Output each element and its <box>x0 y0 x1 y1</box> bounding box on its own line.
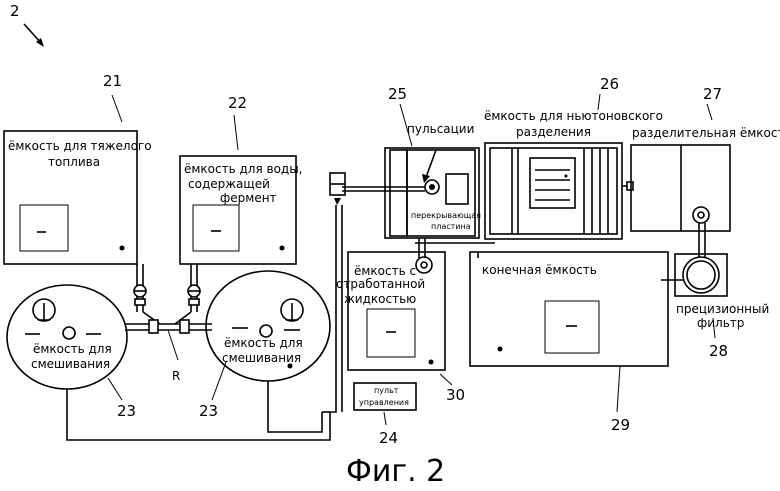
label-r: R <box>172 369 180 383</box>
control-panel-text-2: управления <box>359 398 409 407</box>
pulsation-text: пульсации <box>407 122 474 136</box>
tank-27-separation <box>631 104 730 231</box>
tank-26-text-2: разделения <box>516 125 591 139</box>
figure-label: 2 <box>10 2 20 20</box>
mixing-b-text-2: смешивания <box>222 351 301 365</box>
tank-21-heavy-fuel <box>4 95 137 264</box>
label-25: 25 <box>388 85 407 103</box>
label-30: 30 <box>446 386 465 404</box>
tank-27-text: разделительная ёмкость <box>632 126 780 140</box>
label-28: 28 <box>709 342 728 360</box>
label-21: 21 <box>103 72 122 90</box>
label-24: 24 <box>379 429 398 447</box>
mixing-b-text-1: ёмкость для <box>224 336 303 350</box>
figure-arrow <box>24 24 44 47</box>
label-23-b: 23 <box>199 402 218 420</box>
filter-text-1: прецизионный <box>676 302 769 316</box>
tank-26-text-1: ёмкость для ньютоновского <box>484 109 663 123</box>
plate-text-1: перекрывающая <box>411 211 481 220</box>
waste-tank-30 <box>348 238 452 385</box>
mixing-a-text-1: ёмкость для <box>33 342 112 356</box>
tank-21-text-1: ёмкость для тяжелого <box>8 139 152 153</box>
valve-icon <box>134 285 146 305</box>
final-tank-text: конечная ёмкость <box>482 263 597 277</box>
tank-22-text-3: фермент <box>220 191 277 205</box>
waste-tank-text-3: жидкостью <box>344 292 416 306</box>
tank-22-text-1: ёмкость для воды, <box>184 162 303 176</box>
label-29: 29 <box>611 416 630 434</box>
pipe-r-crossover <box>125 312 212 360</box>
tank-21-text-2: топлива <box>48 155 100 169</box>
control-panel-text-1: пульт <box>374 386 399 395</box>
mixing-a-text-2: смешивания <box>31 357 110 371</box>
waste-tank-text-1: ёмкость с <box>354 264 416 278</box>
plate-text-2: пластина <box>431 222 471 231</box>
pipe-27-28 <box>699 223 705 258</box>
label-26: 26 <box>600 75 619 93</box>
label-23-a: 23 <box>117 402 136 420</box>
valve-icon <box>188 285 200 305</box>
filter-text-2: фильтр <box>697 316 744 330</box>
pump-icon <box>330 173 345 205</box>
waste-tank-text-2: отработанной <box>336 277 425 291</box>
label-27: 27 <box>703 85 722 103</box>
label-22: 22 <box>228 94 247 112</box>
figure-caption: Фиг. 2 <box>346 454 445 489</box>
tank-22-text-2: содержащей <box>188 177 270 191</box>
